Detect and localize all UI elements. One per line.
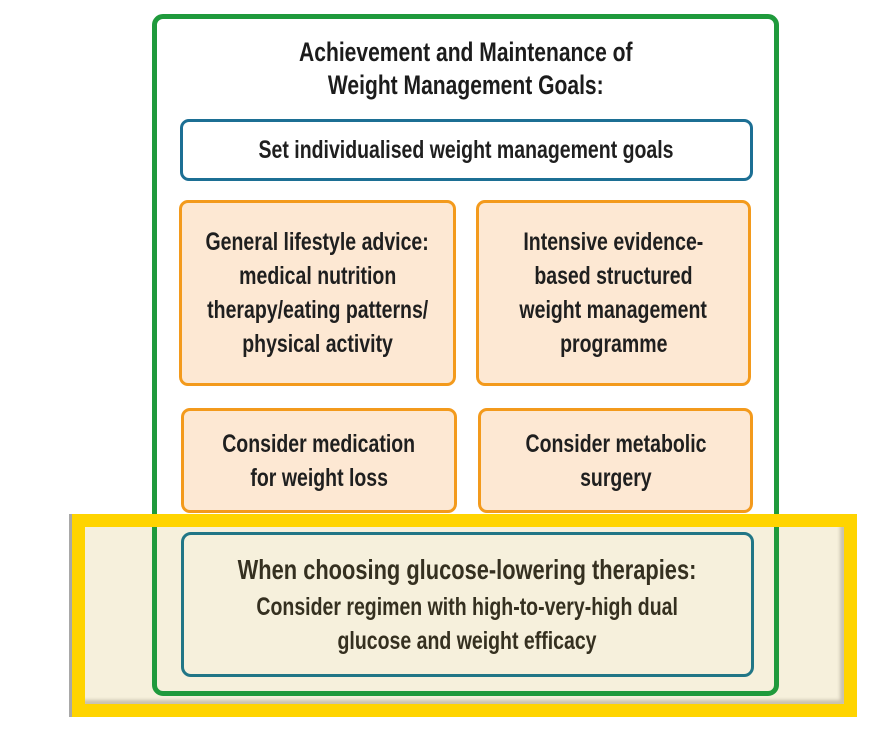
title-line-1: Achievement and Maintenance of	[299, 37, 633, 67]
option-text-line: General lifestyle advice:	[205, 228, 430, 256]
glucose-therapy-box: When choosing glucose-lowering therapies…	[181, 532, 754, 677]
option-text-line: based structured	[534, 262, 693, 290]
diagram-title: Achievement and Maintenance of Weight Ma…	[160, 36, 772, 102]
goal-box-label: Set individualised weight management goa…	[258, 135, 675, 164]
goal-box: Set individualised weight management goa…	[180, 119, 753, 181]
option-structured-programme: Intensive evidence- based structured wei…	[476, 200, 751, 386]
option-lifestyle-advice: General lifestyle advice: medical nutrit…	[179, 200, 456, 386]
option-text-line: Consider metabolic	[525, 429, 706, 458]
title-line-2: Weight Management Goals:	[328, 70, 604, 100]
option-text-line: Intensive evidence-	[523, 228, 704, 256]
glucose-therapy-body-line: glucose and weight efficacy	[337, 626, 597, 655]
option-text-line: therapy/eating patterns/	[206, 296, 429, 324]
option-text-line: physical activity	[242, 330, 393, 358]
option-text-line: surgery	[579, 463, 652, 492]
option-text-line: weight management	[519, 296, 708, 324]
option-text-line: programme	[559, 330, 668, 358]
option-text-line: Consider medication	[222, 429, 416, 458]
glucose-therapy-body-line: Consider regimen with high-to-very-high …	[256, 592, 679, 621]
option-metabolic-surgery: Consider metabolic surgery	[478, 408, 753, 513]
option-text-line: for weight loss	[250, 463, 388, 492]
option-medication: Consider medication for weight loss	[181, 408, 457, 513]
option-text-line: medical nutrition	[238, 262, 397, 290]
glucose-therapy-heading: When choosing glucose-lowering therapies…	[238, 553, 697, 585]
